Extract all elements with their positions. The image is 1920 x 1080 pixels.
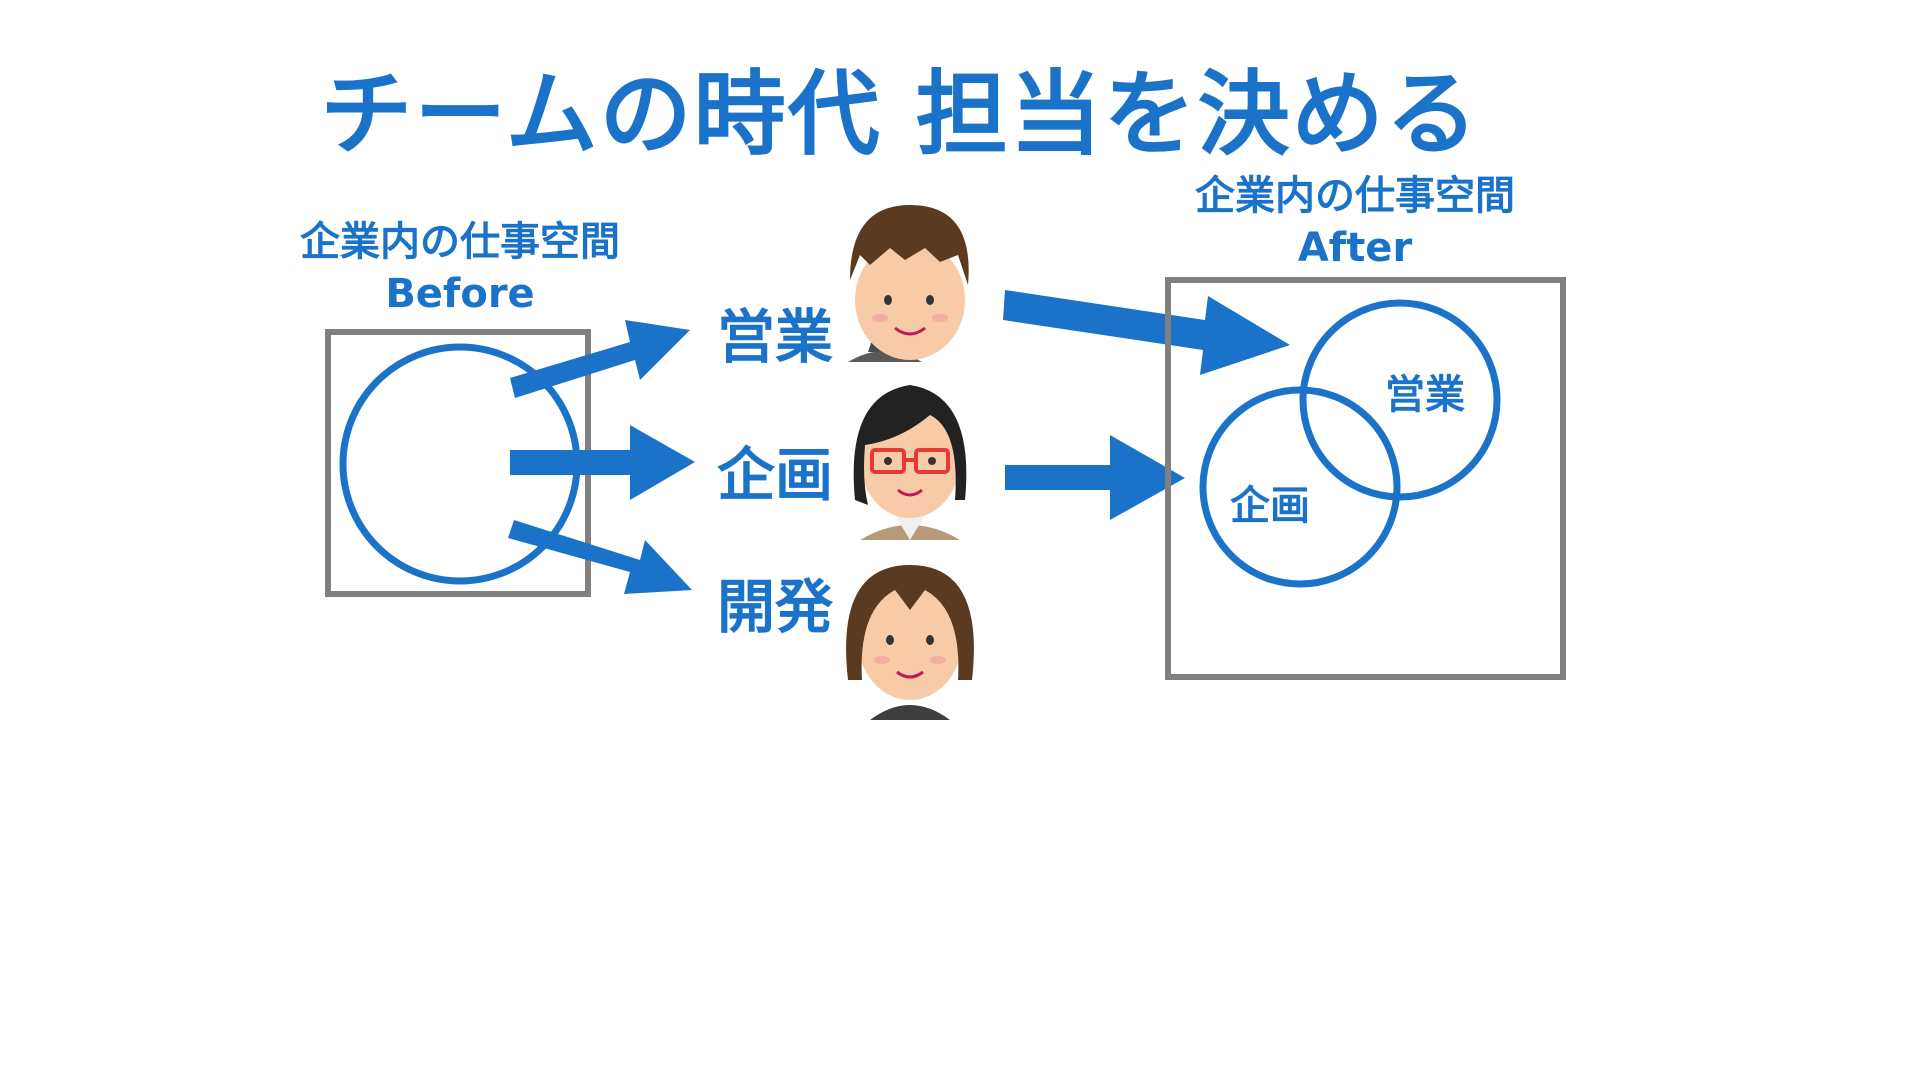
arrow-sales-to-after [1003, 290, 1290, 375]
venn-label-sales: 営業 [1385, 372, 1465, 418]
arrow-to-planning [510, 425, 695, 500]
arrows-before [508, 320, 695, 594]
dept-label-development: 開発 [716, 573, 833, 641]
after-caption: 企業内の仕事空間 After [1145, 170, 1565, 274]
avatar-development [846, 565, 974, 720]
avatar-sales [845, 205, 969, 362]
before-caption-sub: Before [385, 271, 535, 317]
arrow-planning-to-after [1005, 435, 1185, 520]
slide-title: チームの時代 担当を決める [320, 61, 1480, 168]
arrows-after [1003, 290, 1290, 520]
arrow-to-development [508, 520, 692, 594]
after-caption-title: 企業内の仕事空間 [1195, 173, 1515, 219]
venn-circle-planning [1199, 386, 1401, 588]
arrow-to-sales [510, 320, 690, 398]
dept-label-sales: 営業 [716, 303, 833, 371]
venn-circle-sales [1299, 299, 1501, 501]
dept-label-planning: 企画 [716, 441, 833, 509]
before-caption-title: 企業内の仕事空間 [300, 219, 620, 265]
after-caption-sub: After [1297, 225, 1413, 271]
avatar-planning [853, 385, 967, 540]
after-frame [1165, 277, 1566, 680]
venn-label-planning: 企画 [1230, 483, 1310, 529]
before-caption: 企業内の仕事空間 Before [250, 216, 670, 320]
